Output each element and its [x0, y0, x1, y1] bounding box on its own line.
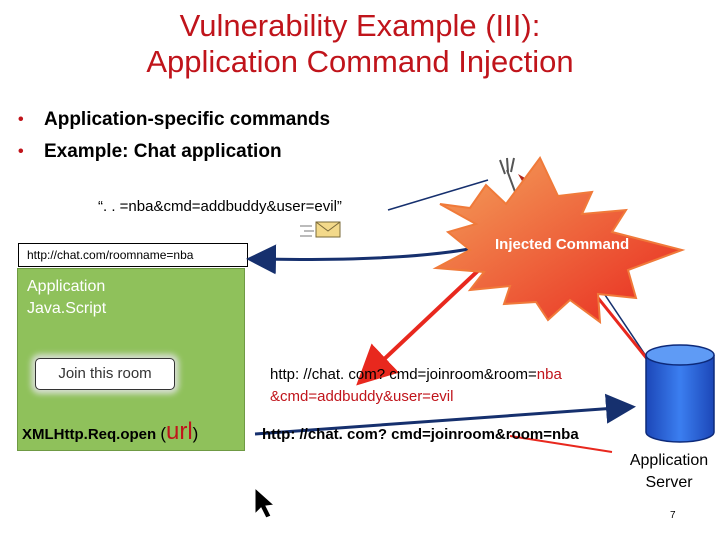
bullet-icon: •: [18, 111, 24, 128]
bullet-text: Application-specific commands: [44, 109, 331, 130]
server-label-line-2: Server: [645, 474, 693, 491]
database-icon: [645, 344, 715, 443]
xml-call-prefix: XMLHttp.Req.open: [22, 426, 157, 443]
bullet-item: • Example: Chat application: [18, 136, 330, 168]
bullet-text: Example: Chat application: [44, 141, 282, 162]
malicious-request-prefix: http: //chat. com? cmd=joinroom&room=: [270, 366, 537, 383]
xml-call-arg: url: [166, 418, 193, 445]
envelope-icon: [300, 221, 341, 238]
malicious-request-room: nba: [536, 366, 562, 383]
server-label-line-1: Application: [629, 452, 709, 469]
payload-text: “. . =nba&cmd=addbuddy&user=evil”: [98, 198, 342, 215]
join-room-button[interactable]: Join this room: [35, 358, 175, 390]
bullet-item: • Application-specific commands: [18, 104, 330, 136]
page-number: 7: [670, 510, 676, 521]
application-label-line-2: Java.Script: [27, 300, 107, 317]
application-server-label: Application Server: [612, 450, 720, 494]
xmlhttp-open-call: XMLHttp.Req.open (url): [22, 418, 198, 446]
browser-url-box[interactable]: http://chat.com/roomname=nba: [18, 243, 248, 267]
xml-call-close-paren: ): [192, 424, 199, 443]
bullet-icon: •: [18, 143, 24, 160]
title-line-1: Vulnerability Example (III):: [179, 8, 541, 43]
bullet-list: • Application-specific commands • Exampl…: [18, 104, 330, 168]
slide-title: Vulnerability Example (III): Application…: [0, 8, 720, 80]
application-label-line-1: Application: [27, 278, 106, 295]
application-label: Application Java.Script: [27, 276, 106, 320]
devil-to-payload-line: [387, 179, 489, 211]
xml-call-open-paren: (: [160, 424, 166, 443]
injection-link-arrow: [246, 243, 489, 275]
malicious-request-line-1: http: //chat. com? cmd=joinroom&room=nba: [270, 364, 562, 386]
request-to-server-line: [509, 435, 613, 453]
malicious-request-line-2: &cmd=addbuddy&user=evil: [270, 388, 454, 405]
mouse-cursor-icon: [254, 486, 276, 519]
injected-command-label: Injected Command: [495, 236, 630, 253]
burst-icon: [432, 156, 686, 325]
normal-request-arrow: [254, 393, 636, 436]
title-line-2: Application Command Injection: [146, 44, 574, 79]
malicious-request-text: http: //chat. com? cmd=joinroom&room=nba…: [270, 364, 562, 408]
normal-request-text: http: //chat. com? cmd=joinroom&room=nba: [262, 426, 579, 443]
